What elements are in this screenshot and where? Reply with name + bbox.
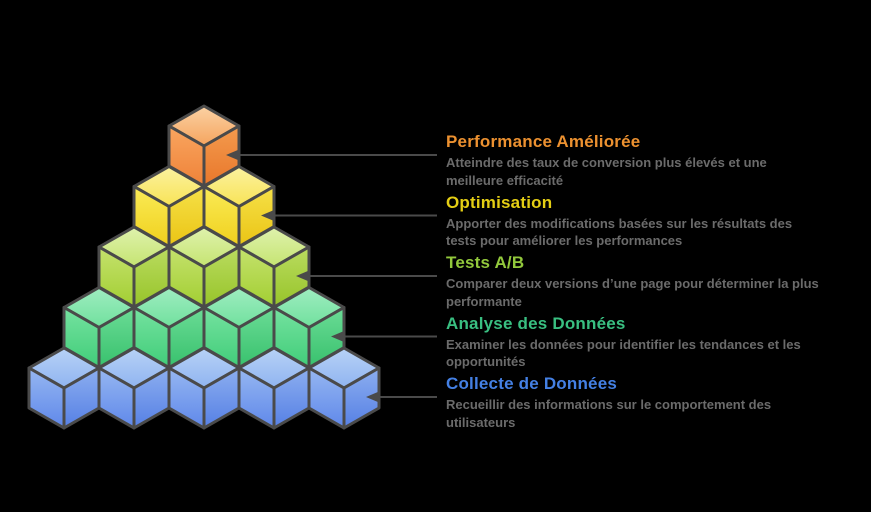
callout-arrow-optimisation: [261, 210, 437, 221]
level-description: Examiner les données pour identifier les…: [446, 336, 801, 370]
callout-arrow-collecte-de-donnees: [366, 391, 437, 403]
callout-arrow-tests-ab: [296, 270, 437, 282]
arrowhead-icon: [296, 270, 309, 282]
arrowhead-icon: [261, 210, 274, 221]
cube-level3-3: [237, 225, 311, 309]
level-label-optimisation: Optimisation Apporter des modifications …: [446, 192, 846, 250]
level-label-collecte-de-donnees: Collecte de Données Recueillir des infor…: [446, 373, 846, 431]
level-description: Comparer deux versions d’une page pour d…: [446, 276, 819, 309]
callout-arrow-analyse-des-donnees: [331, 331, 437, 342]
level-title: Collecte de Données: [446, 374, 618, 393]
level-label-tests-ab: Tests A/B Comparer deux versions d’une p…: [446, 252, 846, 310]
arrowhead-icon: [366, 391, 379, 403]
level-description: Apporter des modifications basées sur le…: [446, 215, 793, 249]
level-label-analyse-des-donnees: Analyse des Données Examiner les données…: [446, 313, 846, 371]
arrowhead-icon: [226, 149, 239, 161]
level-title: Optimisation: [446, 192, 553, 212]
arrowhead-icon: [331, 331, 344, 342]
callout-arrow-performance-amelioree: [226, 149, 437, 161]
level-description: Recueillir des informations sur le compo…: [446, 397, 772, 430]
level-label-performance-amelioree: Performance Améliorée Atteindre des taux…: [446, 131, 846, 189]
level-title: Analyse des Données: [446, 313, 626, 333]
cube-level2-1: [132, 165, 206, 248]
level-description: Atteindre des taux de conversion plus él…: [446, 155, 767, 188]
cube-level1-1: [167, 104, 241, 188]
level-title: Tests A/B: [446, 253, 525, 272]
level-title: Performance Améliorée: [446, 132, 641, 151]
